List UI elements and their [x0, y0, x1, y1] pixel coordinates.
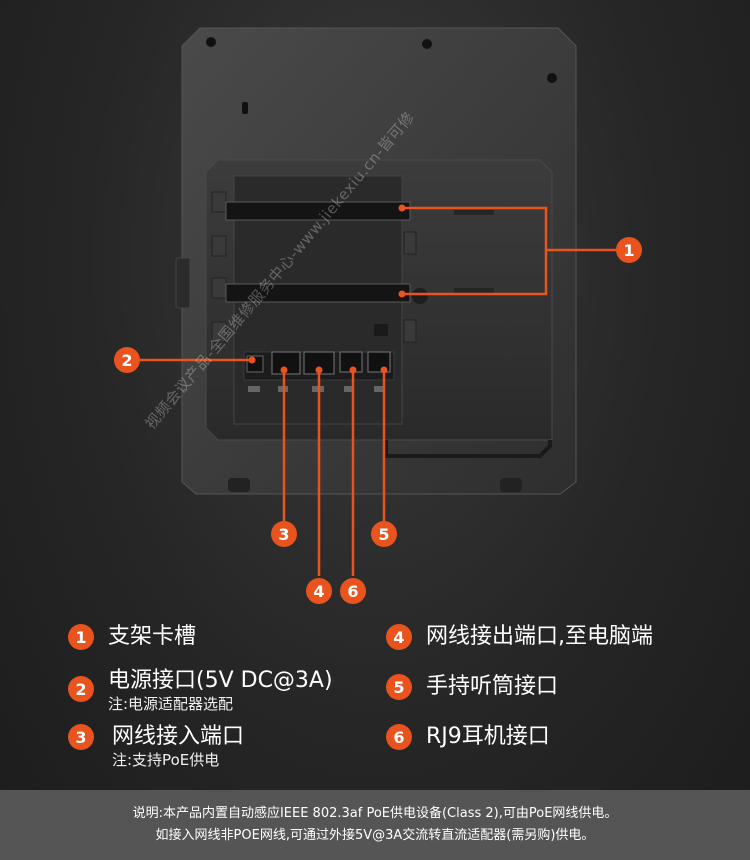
footer-line-2: 如接入网线非POE网线,可通过外接5V@3A交流转直流适配器(需另购)供电。 [155, 828, 595, 843]
legend-label-4: 网线接出端口,至电脑端 [426, 624, 653, 649]
legend-item-6: 6 RJ9耳机接口 [386, 724, 550, 750]
callout-badge-6: 6 [340, 578, 366, 604]
legend-badge-1: 1 [68, 624, 94, 650]
legend-item-4: 4 网线接出端口,至电脑端 [386, 624, 653, 650]
legend-label-1: 支架卡槽 [108, 624, 197, 649]
footer-line-1: 说明:本产品内置自动感应IEEE 802.3af PoE供电设备(Class 2… [132, 806, 618, 821]
footer-note: 说明:本产品内置自动感应IEEE 802.3af PoE供电设备(Class 2… [0, 790, 750, 860]
legend-note-3: 注:支持PoE供电 [112, 751, 220, 769]
callout-badge-4: 4 [306, 578, 332, 604]
callout-badge-3: 3 [271, 521, 297, 547]
phone-back-diagram [140, 27, 616, 576]
legend-item-2: 2 电源接口(5V DC@3A) 注:电源适配器选配 [68, 668, 333, 714]
legend-label-5: 手持听筒接口 [426, 674, 559, 699]
legend-badge-5: 5 [386, 674, 412, 700]
leader-lines [140, 206, 616, 576]
callout-badge-2: 2 [114, 347, 140, 373]
legend-label-2: 电源接口(5V DC@3A) [108, 668, 333, 693]
stand-slot-upper [225, 201, 411, 221]
lan-in-port [271, 351, 301, 375]
legend-badge-4: 4 [386, 624, 412, 650]
legend-item-1: 1 支架卡槽 [68, 624, 196, 650]
callout-badge-1: 1 [616, 237, 642, 263]
leader-dots [248, 204, 406, 374]
legend-item-5: 5 手持听筒接口 [386, 674, 558, 700]
legend-label-6: RJ9耳机接口 [426, 724, 550, 749]
legend-badge-3: 3 [68, 724, 94, 750]
legend-note-2: 注:电源适配器选配 [108, 695, 234, 713]
legend-badge-6: 6 [386, 724, 412, 750]
legend-badge-2: 2 [68, 676, 94, 702]
callout-badge-5: 5 [371, 521, 397, 547]
legend-item-3: 3 网线接入端口 注:支持PoE供电 [68, 724, 244, 770]
legend-label-3: 网线接入端口 [112, 724, 245, 749]
